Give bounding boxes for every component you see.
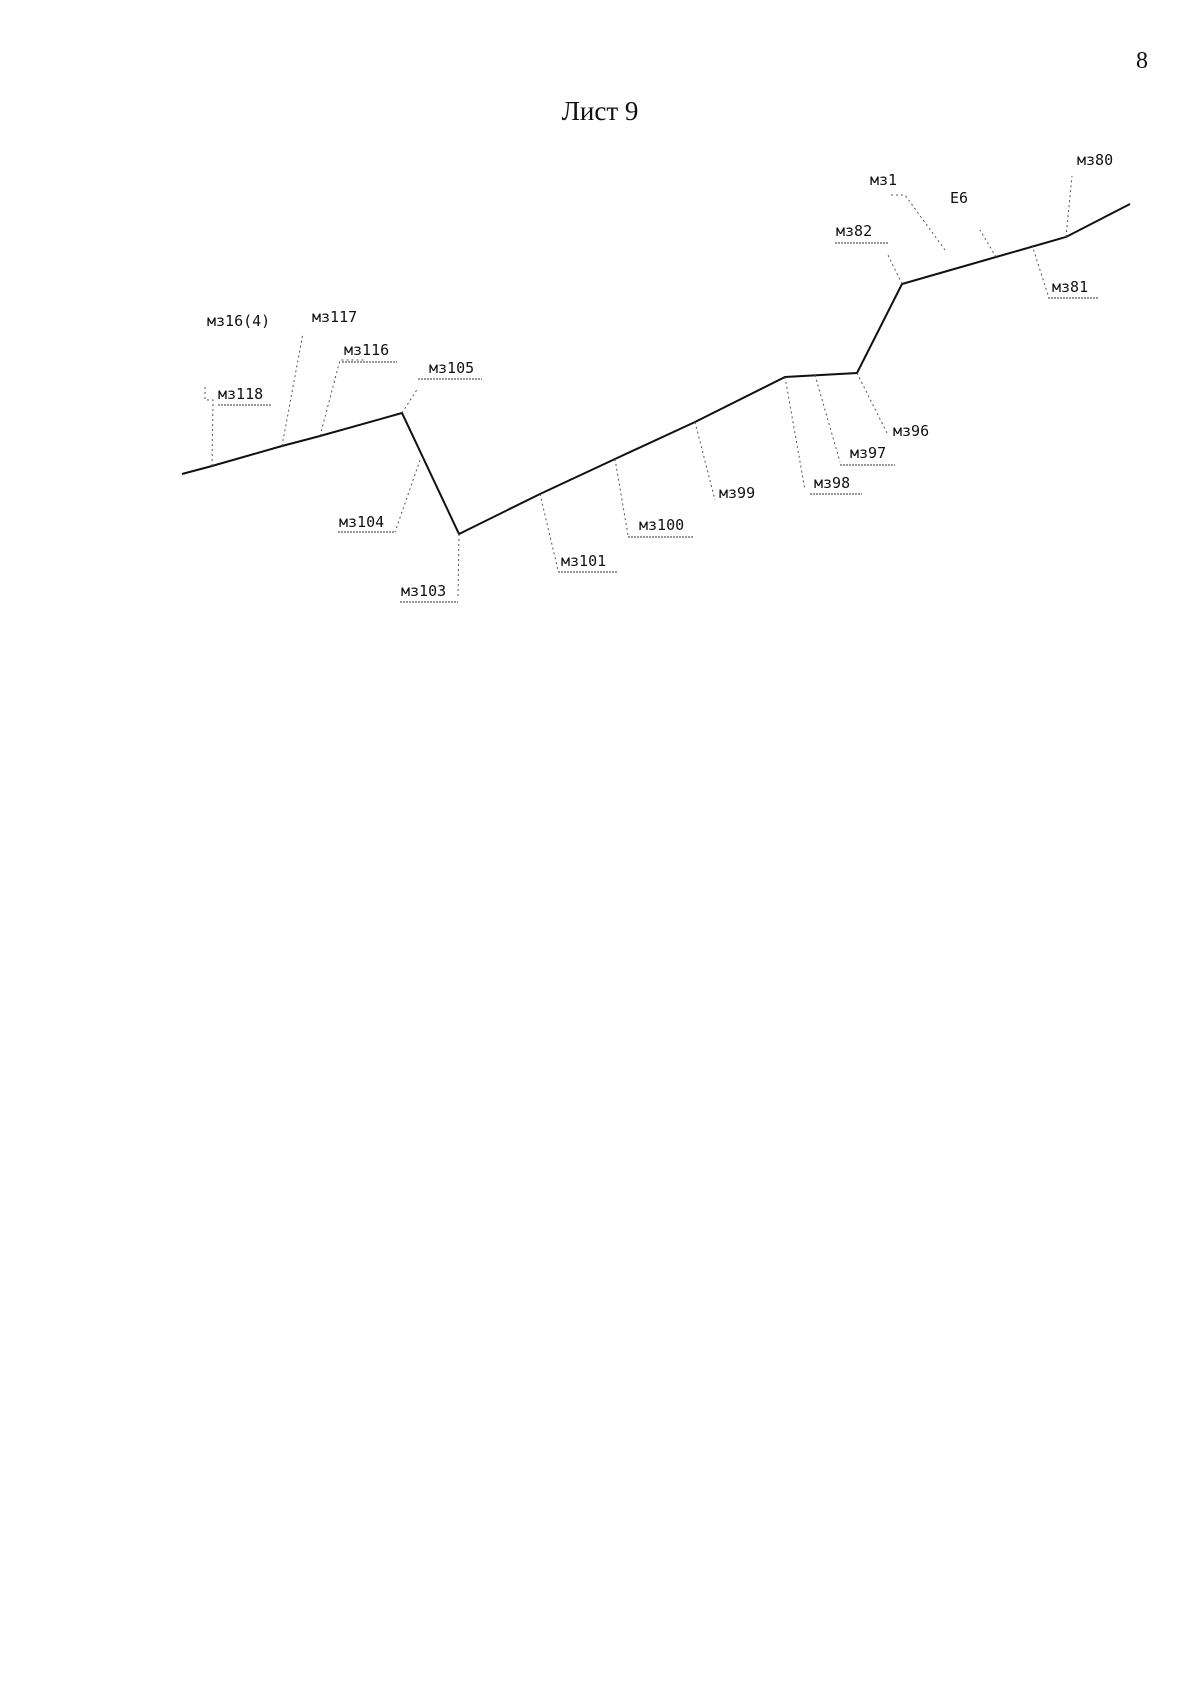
label-ms98: мз98 (814, 474, 850, 492)
boundary-line (181, 203, 1131, 536)
label-ms97: мз97 (850, 444, 886, 462)
label-ms105: мз105 (429, 359, 474, 377)
sheet-title: Лист 9 (561, 96, 639, 126)
label-ms99: мз99 (719, 484, 755, 502)
point-labels: мз80 мз1 Е6 мз82 мз81 мз16(4) мз117 мз11… (207, 151, 1113, 600)
label-ms116: мз116 (344, 341, 389, 359)
leader-lines (204, 175, 1073, 597)
label-ms101: мз101 (561, 552, 606, 570)
label-ms118: мз118 (218, 385, 263, 403)
label-ms117: мз117 (312, 308, 357, 326)
label-ms1: мз1 (870, 171, 897, 189)
label-ms100: мз100 (639, 516, 684, 534)
label-ms16-4: мз16(4) (207, 312, 270, 330)
label-ms96: мз96 (893, 422, 929, 440)
label-ms80: мз80 (1077, 151, 1113, 169)
label-ms104: мз104 (339, 513, 384, 531)
label-underlines (218, 242, 1098, 603)
label-ms81: мз81 (1052, 278, 1088, 296)
label-e6: Е6 (950, 189, 968, 207)
page-number: 8 (1136, 48, 1148, 74)
label-ms103: мз103 (401, 582, 446, 600)
label-ms82: мз82 (836, 222, 872, 240)
